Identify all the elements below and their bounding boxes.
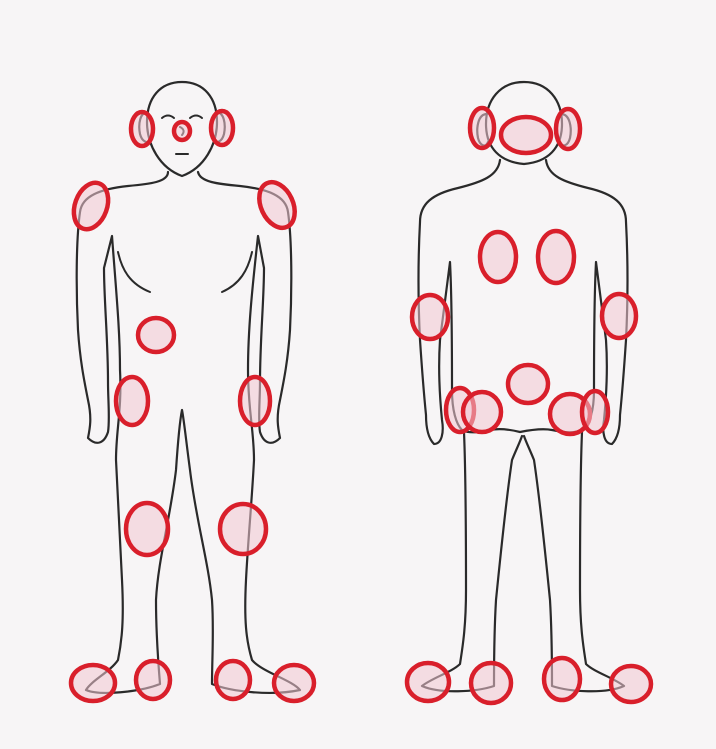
spot-back-left-ear (470, 108, 494, 148)
figure-back (407, 82, 651, 703)
back-leg-left-outline (422, 432, 522, 691)
spot-back-left-toes (471, 663, 511, 703)
spot-back-right-shoulder-blade (538, 231, 574, 283)
spot-back-left-elbow (412, 295, 448, 339)
back-leg-right-outline (524, 432, 624, 691)
spot-front-right-hip (240, 377, 270, 425)
pectoral-right (222, 252, 252, 292)
spot-front-left-heel (71, 665, 115, 701)
spot-front-right-toes (216, 661, 250, 699)
spot-front-left-knee (126, 503, 168, 555)
spot-front-nose (174, 122, 190, 140)
spot-front-left-hip (116, 377, 148, 425)
back-pressure-spots (407, 108, 651, 703)
spot-back-left-buttock (463, 392, 501, 432)
spot-front-right-heel (274, 665, 314, 701)
spot-back-left-heel (407, 663, 449, 701)
spot-back-right-heel (611, 666, 651, 702)
spot-front-left-ear (131, 112, 153, 146)
spot-back-sacrum (508, 365, 548, 403)
front-body-outline (77, 172, 300, 693)
eyebrow-right (190, 116, 202, 119)
spot-back-right-hip (582, 391, 608, 433)
spot-front-right-knee (220, 504, 266, 554)
eyebrow-left (162, 116, 174, 119)
spot-back-right-elbow (602, 294, 636, 338)
spot-back-head (501, 117, 551, 153)
spot-front-left-toes (136, 661, 170, 699)
front-pressure-spots (68, 111, 314, 701)
spot-back-right-toes (544, 658, 580, 700)
spot-back-right-ear (556, 109, 580, 149)
figure-front (68, 82, 314, 701)
spot-front-right-shoulder (252, 176, 301, 233)
spot-front-right-ear (211, 111, 233, 145)
pectoral-left (118, 252, 150, 292)
spot-back-left-shoulder-blade (480, 232, 516, 282)
spot-front-left-shoulder (68, 178, 114, 234)
spot-front-abdomen (138, 318, 174, 352)
